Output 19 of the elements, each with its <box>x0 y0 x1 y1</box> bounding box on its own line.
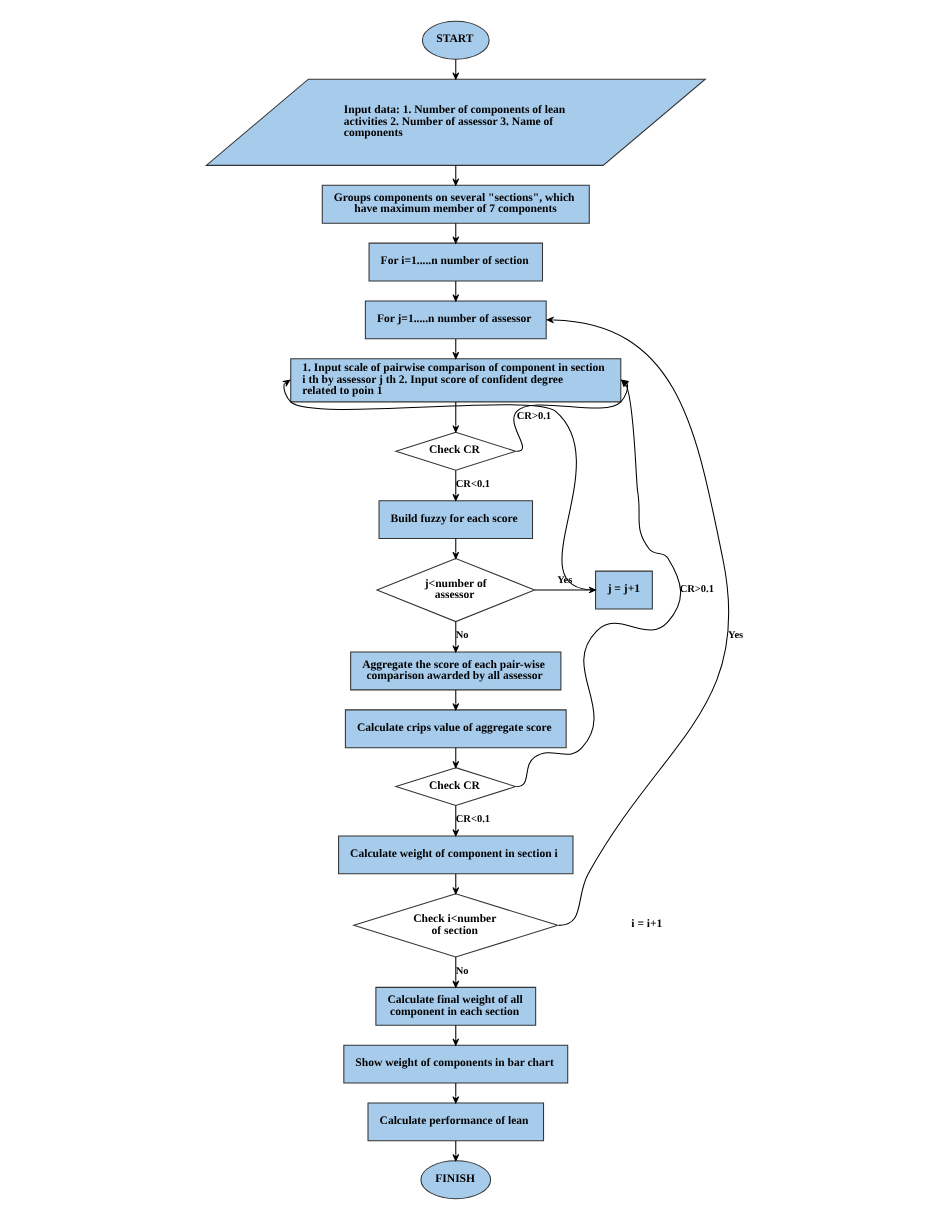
arrow <box>451 873 459 895</box>
arrow <box>451 165 459 186</box>
arrow <box>451 58 459 80</box>
arrow <box>281 379 595 591</box>
arrow <box>451 280 459 302</box>
arrow <box>451 469 459 501</box>
arrow <box>451 538 459 559</box>
arrow <box>451 689 459 711</box>
arrow <box>451 621 459 653</box>
arrow <box>451 401 459 433</box>
arrow <box>451 805 459 837</box>
arrow <box>451 1140 459 1162</box>
arrow <box>451 1082 459 1104</box>
arrow <box>451 956 459 988</box>
arrow <box>451 222 459 244</box>
arrow <box>545 316 729 926</box>
arrow <box>451 338 459 359</box>
arrow <box>451 1024 459 1046</box>
arrow <box>451 747 459 769</box>
